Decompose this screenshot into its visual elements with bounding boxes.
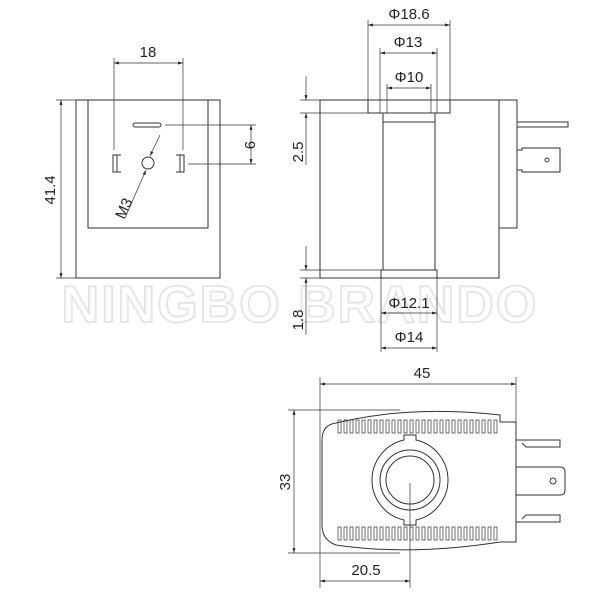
watermark: NINGBO BRANDO [62,276,539,334]
cooling-fin [385,419,390,434]
cooling-fin [481,419,486,434]
cooling-fin [415,419,420,434]
bottom-depth-label: 1.8 [290,310,307,331]
cooling-fin [433,526,438,541]
cooling-fin [379,526,384,541]
cooling-fin [463,526,468,541]
cooling-fin [349,526,354,541]
cooling-fin [343,526,348,541]
cooling-fin [379,419,384,434]
cooling-fin [487,419,492,434]
dia-bottom-outer-label: Φ14 [395,329,424,346]
cooling-fin [469,526,474,541]
cooling-fin [403,526,408,541]
cooling-fin [385,526,390,541]
cooling-fin [451,419,456,434]
cooling-fin [391,526,396,541]
pin-terminal [517,121,569,128]
cooling-fin [487,526,492,541]
length-dim-label: 45 [414,365,431,382]
cooling-fin [397,419,402,434]
cooling-fin [445,526,450,541]
dia-outer-label: Φ18.6 [388,6,429,23]
cooling-fin [451,526,456,541]
cooling-fin [373,419,378,434]
height-dim-label: 41.4 [42,175,59,204]
cooling-fin [343,419,348,434]
bore [382,121,436,271]
section-view: Φ18.6 Φ13 Φ10 2.5 1.8 Φ12.1 Φ14 [290,6,569,352]
terminal-top [516,439,561,448]
cooling-fin [475,526,480,541]
cooling-fin [469,419,474,434]
cooling-fin [439,526,444,541]
screw-hole [141,156,155,170]
width-dim-label: 33 [277,474,294,491]
offset-dim-label: 9 [241,141,258,149]
dia-mid-label: Φ13 [394,34,423,51]
cooling-fin [493,419,498,434]
cooling-fin [391,419,396,434]
dia-bottom-inner-label: Φ12.1 [388,295,429,312]
cooling-fin [421,419,426,434]
spade-terminal [517,147,561,173]
center-dim-label: 20.5 [351,562,380,579]
cooling-fin [367,419,372,434]
cooling-fin [481,526,486,541]
terminal-middle [516,466,566,496]
cooling-fin [457,419,462,434]
cooling-fin [349,419,354,434]
cooling-fin [355,526,360,541]
dia-inner-label: Φ10 [395,69,424,86]
cooling-fin [439,419,444,434]
front-view: M3 18 9 41.4 [42,44,258,279]
cooling-fin [355,419,360,434]
cooling-fin [445,419,450,434]
coil-flange [371,434,449,526]
left-bracket [112,154,121,173]
cooling-fin [361,419,366,434]
cooling-fin [427,419,432,434]
cooling-fin [463,419,468,434]
top-view: 45 33 20.5 [277,365,566,588]
right-bracket [176,154,185,173]
cooling-fin [409,419,414,434]
top-depth-label: 2.5 [290,142,307,163]
cooling-fin [427,526,432,541]
slot [132,122,162,128]
width-dim-label: 18 [140,44,157,61]
cooling-fin [337,419,342,434]
cooling-fin [409,526,414,541]
cooling-fin [493,526,498,541]
cooling-fin [421,526,426,541]
cooling-fin [373,526,378,541]
cooling-fin [361,526,366,541]
cooling-fin [457,526,462,541]
cooling-fin [397,526,402,541]
cooling-fin [415,526,420,541]
cooling-fin [433,419,438,434]
cooling-fin [475,419,480,434]
cooling-fin [403,419,408,434]
cooling-fin [337,526,342,541]
terminal-bottom [516,514,561,523]
cooling-fin [367,526,372,541]
